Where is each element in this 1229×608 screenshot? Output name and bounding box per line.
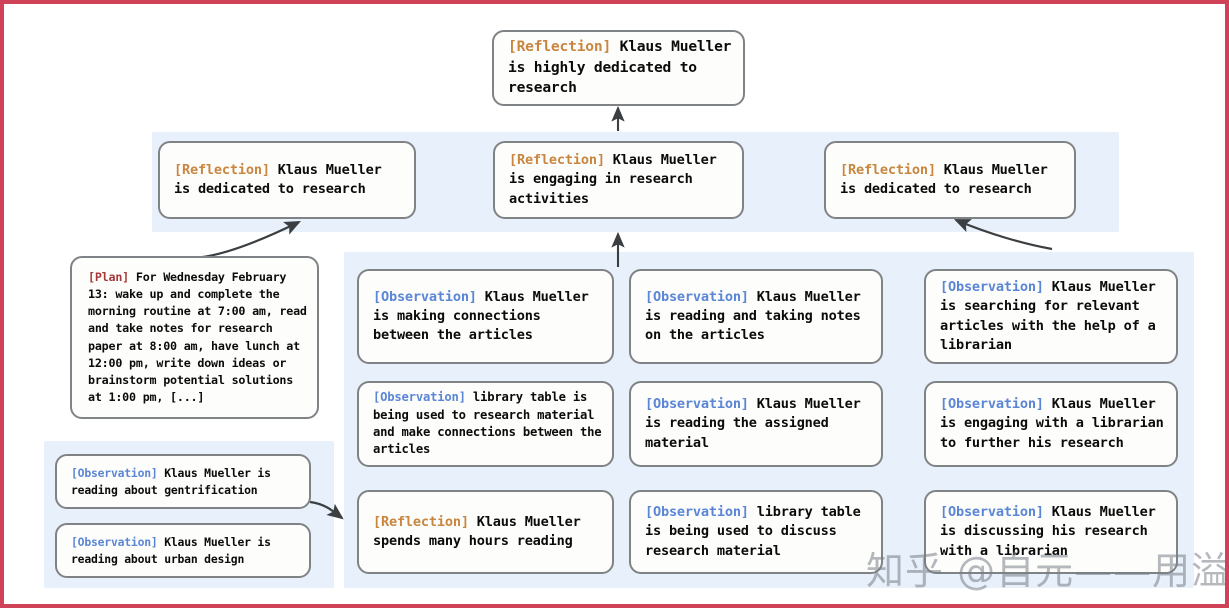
tag-observation: [Observation] [373,390,466,405]
node-col-b-observation-2[interactable]: [Observation] Klaus Mueller is reading t… [629,381,883,467]
tag-reflection: [Reflection] [508,37,612,55]
tag-observation: [Observation] [71,535,158,550]
node-col-c-observation-2[interactable]: [Observation] Klaus Mueller is engaging … [924,381,1178,467]
node-plan[interactable]: [Plan] For Wednesday February 13: wake u… [70,256,319,419]
node-body: Klaus Mueller is searching for relevant … [940,278,1156,353]
node-text: [Observation] library table is being use… [359,389,612,458]
node-body: Klaus Mueller is reading about gentrific… [71,466,271,497]
node-text: [Observation] Klaus Mueller is making co… [359,288,612,346]
node-text: [Observation] Klaus Mueller is reading a… [57,465,309,497]
node-text: [Plan] For Wednesday February 13: wake u… [72,269,317,406]
tag-observation: [Observation] [645,504,749,521]
node-body: library table is being used to discuss r… [645,504,861,559]
node-body: For Wednesday February 13: wake up and c… [88,270,307,404]
tag-observation: [Observation] [71,466,158,481]
node-text: [Observation] Klaus Mueller is discussin… [926,503,1176,561]
tag-plan: [Plan] [88,270,130,285]
tag-observation: [Observation] [940,504,1044,521]
node-col-b-observation-1[interactable]: [Observation] Klaus Mueller is reading a… [629,269,883,364]
tag-reflection: [Reflection] [373,513,469,530]
tag-observation: [Observation] [940,396,1044,413]
node-left-observation-2[interactable]: [Observation] Klaus Mueller is reading a… [55,523,311,578]
node-body: Klaus Mueller spends many hours reading [373,513,581,549]
node-left-observation-1[interactable]: [Observation] Klaus Mueller is reading a… [55,454,311,509]
node-top-reflection[interactable]: [Reflection] Klaus Mueller is highly ded… [492,30,745,106]
node-body: Klaus Mueller is dedicated to research [174,161,382,197]
node-body: Klaus Mueller is reading and taking note… [645,288,861,344]
node-text: [Reflection] Klaus Mueller is highly ded… [494,37,743,99]
node-body: Klaus Mueller is making connections betw… [373,288,589,344]
tag-observation: [Observation] [645,288,749,305]
node-col-b-observation-3[interactable]: [Observation] library table is being use… [629,490,883,574]
node-text: [Observation] Klaus Mueller is engaging … [926,395,1176,453]
node-body: Klaus Mueller is reading about urban des… [71,535,271,566]
tag-reflection: [Reflection] [174,161,270,178]
node-body: Klaus Mueller is discussing his research… [940,504,1156,559]
node-body: Klaus Mueller is dedicated to research [840,161,1048,197]
node-text: [Observation] Klaus Mueller is reading t… [631,395,881,453]
node-col-c-observation-3[interactable]: [Observation] Klaus Mueller is discussin… [924,490,1178,574]
node-col-a-observation-1[interactable]: [Observation] Klaus Mueller is making co… [357,269,614,364]
node-text: [Reflection] Klaus Mueller is dedicated … [826,161,1074,200]
node-text: [Observation] Klaus Mueller is reading a… [57,534,309,566]
tag-reflection: [Reflection] [509,152,605,169]
node-body: Klaus Mueller is engaging with a librari… [940,396,1164,451]
node-body: Klaus Mueller is highly dedicated to res… [508,37,732,97]
tag-observation: [Observation] [373,288,477,305]
node-reflection-middle[interactable]: [Reflection] Klaus Mueller is engaging i… [493,141,744,219]
node-reflection-right[interactable]: [Reflection] Klaus Mueller is dedicated … [824,141,1076,219]
node-reflection-left[interactable]: [Reflection] Klaus Mueller is dedicated … [158,141,416,219]
node-col-c-observation-1[interactable]: [Observation] Klaus Mueller is searching… [924,269,1178,364]
node-text: [Reflection] Klaus Mueller is engaging i… [495,151,742,209]
node-col-a-observation-2[interactable]: [Observation] library table is being use… [357,381,614,467]
node-body: Klaus Mueller is reading the assigned ma… [645,396,861,451]
node-text: [Reflection] Klaus Mueller is dedicated … [160,161,414,200]
tag-observation: [Observation] [940,278,1044,295]
tag-observation: [Observation] [645,396,749,413]
node-text: [Reflection] Klaus Mueller spends many h… [359,513,612,552]
node-col-a-reflection[interactable]: [Reflection] Klaus Mueller spends many h… [357,490,614,574]
node-text: [Observation] library table is being use… [631,503,881,561]
node-body: library table is being used to research … [373,390,602,457]
node-body: Klaus Mueller is engaging in research ac… [509,152,717,207]
tag-reflection: [Reflection] [840,161,936,178]
node-text: [Observation] Klaus Mueller is reading a… [631,288,881,346]
node-text: [Observation] Klaus Mueller is searching… [926,278,1176,355]
